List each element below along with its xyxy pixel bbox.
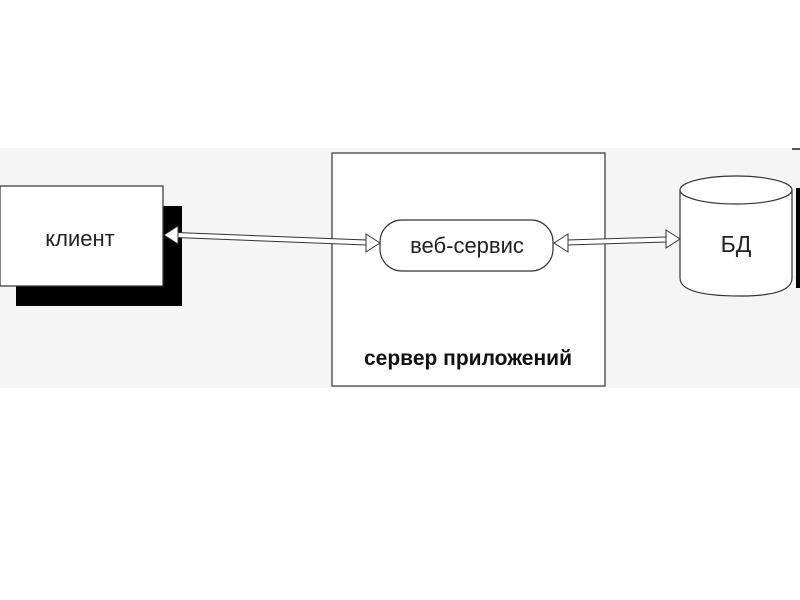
client-webservice-connector: [163, 225, 381, 253]
web-service-node: веб-сервис: [379, 219, 554, 272]
database-node: БД: [679, 175, 800, 297]
connector-arrowhead-left: [163, 225, 179, 245]
database-label: БД: [721, 231, 752, 257]
app-server-label: сервер приложений: [364, 347, 572, 370]
webservice-database-connector: [553, 229, 681, 253]
database-cylinder-shadow: [796, 188, 800, 288]
database-cylinder-body: [679, 190, 793, 297]
connector-arrowhead-left: [553, 233, 569, 253]
client-box: [0, 185, 164, 287]
client-label: клиент: [45, 226, 114, 251]
database-cylinder-top: [679, 175, 793, 205]
connector-arrowhead-right: [665, 229, 681, 249]
connector-arrowhead-right: [365, 233, 381, 253]
client-node: клиент: [0, 185, 182, 306]
web-service-label: веб-сервис: [410, 233, 524, 258]
edge-mark: [792, 148, 800, 150]
web-service-pill: [379, 219, 554, 272]
